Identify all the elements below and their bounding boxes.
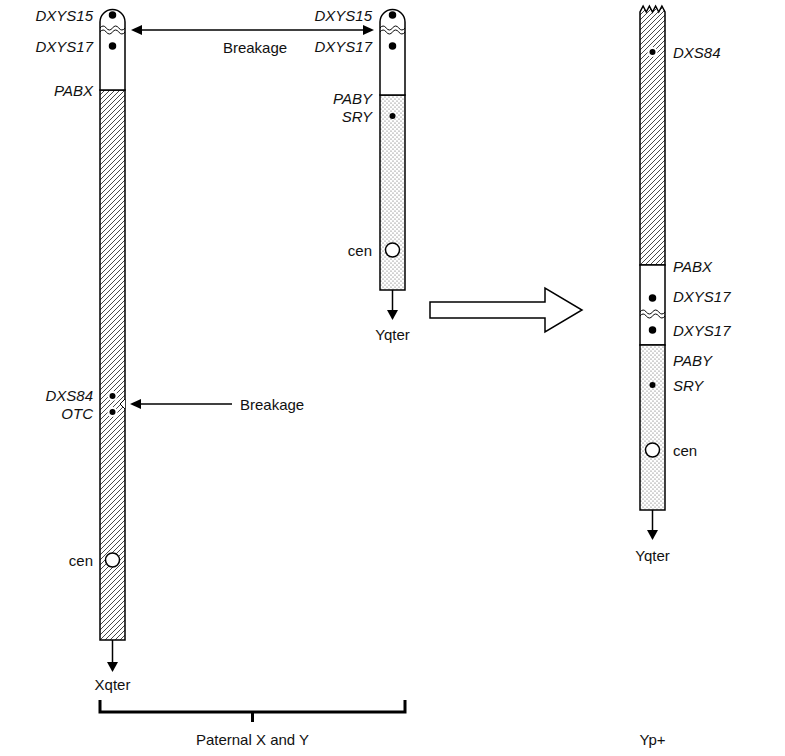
gene-label: PABY bbox=[673, 352, 712, 369]
centromere-label: cen bbox=[69, 552, 93, 569]
gene-label: DXYS17 bbox=[673, 322, 731, 339]
gene-label: DXYS17 bbox=[35, 38, 93, 55]
gene-label: SRY bbox=[673, 377, 703, 394]
gene-label: DXYS17 bbox=[314, 38, 372, 55]
gene-label: DXS84 bbox=[673, 44, 721, 61]
arm-label: Yqter bbox=[635, 547, 669, 564]
bracket bbox=[100, 700, 405, 722]
gene-label: PABX bbox=[54, 82, 93, 99]
gene-label: PABX bbox=[673, 258, 712, 275]
gene-label: DXYS17 bbox=[673, 288, 731, 305]
centromere-label: cen bbox=[673, 442, 697, 459]
gene-label: SRY bbox=[342, 108, 372, 125]
breakage-label: Breakage bbox=[240, 396, 304, 413]
caption-label: Paternal X and Y bbox=[196, 731, 309, 748]
gene-label: OTC bbox=[61, 405, 93, 422]
transformation-arrow bbox=[430, 288, 582, 332]
arm-label: Yqter bbox=[375, 326, 409, 343]
gene-label: PABY bbox=[333, 90, 372, 107]
chromosome-name: Yp+ bbox=[640, 731, 666, 748]
y-chromosome bbox=[380, 10, 405, 320]
gene-label: DXS84 bbox=[45, 387, 93, 404]
breakage-label: Breakage bbox=[223, 39, 287, 56]
arm-label: Xqter bbox=[95, 676, 131, 693]
derivative-chromosome bbox=[640, 6, 665, 540]
centromere-label: cen bbox=[348, 242, 372, 259]
breakage-arrow bbox=[130, 25, 374, 409]
x-chromosome bbox=[100, 10, 125, 673]
gene-label: DXYS15 bbox=[35, 7, 93, 24]
gene-label: DXYS15 bbox=[314, 7, 372, 24]
